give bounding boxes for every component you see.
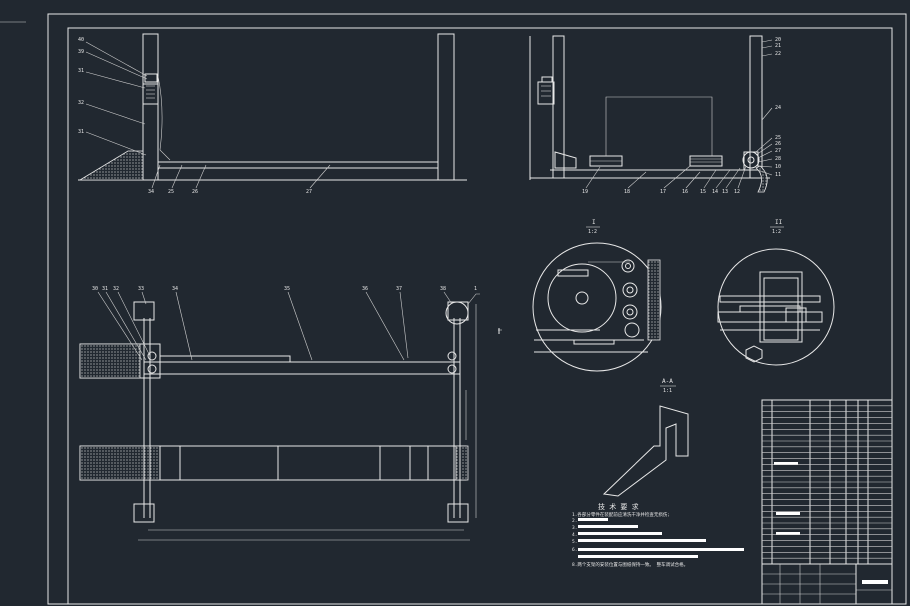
- detail-i-scale: 1:2: [588, 229, 597, 235]
- tech-req-item: 2.: [572, 518, 577, 524]
- side-label: 16: [682, 189, 688, 195]
- redacted-bar: [578, 548, 744, 551]
- redacted-bar: [578, 532, 662, 535]
- side-label: 21: [775, 43, 781, 49]
- side-label: 22: [775, 51, 781, 57]
- front-label: 40: [78, 37, 84, 43]
- detail-i: I 1:2: [532, 219, 662, 372]
- redacted-bar: [578, 555, 698, 558]
- plan-label: 38: [440, 286, 446, 292]
- side-label: 26: [775, 141, 781, 147]
- plan-view: 30 31 32 33 34 35 36 37 38 1: [79, 286, 502, 541]
- tech-req-title: 技 术 要 求: [598, 502, 639, 511]
- section-a: A-A 1:1: [602, 378, 689, 497]
- side-label: 14: [712, 189, 718, 195]
- plan-label: 1: [474, 286, 477, 292]
- side-label: 25: [775, 135, 781, 141]
- side-label: 13: [722, 189, 728, 195]
- redacted-bar: [578, 539, 706, 542]
- redacted-bar: [578, 525, 638, 528]
- side-label: 19: [582, 189, 588, 195]
- plan-label: 33: [138, 286, 144, 292]
- side-label: 10: [775, 164, 781, 170]
- plan-label: 32: [113, 286, 119, 292]
- front-label: 26: [192, 189, 198, 195]
- front-label: 27: [306, 189, 312, 195]
- side-label: 15: [700, 189, 706, 195]
- side-label: 20: [775, 37, 781, 43]
- tech-req-item: 6.: [572, 547, 577, 553]
- detail-ii: II 1:2: [717, 219, 835, 366]
- front-label: 39: [78, 49, 84, 55]
- plan-label: 36: [362, 286, 368, 292]
- side-label: 17: [660, 189, 666, 195]
- side-label: 27: [775, 148, 781, 154]
- inner-border: [67, 27, 893, 605]
- section-a-name: A-A: [662, 378, 673, 385]
- tech-req-item: 1.各部分零件在装配前应清洗干净并检查无损伤;: [572, 511, 670, 518]
- title-block: [761, 399, 893, 605]
- plan-label: 30: [92, 286, 98, 292]
- front-label: 31: [78, 129, 84, 135]
- plan-label: 37: [396, 286, 402, 292]
- tech-req-item: 5.: [572, 539, 577, 545]
- section-a-scale: 1:1: [663, 388, 672, 394]
- detail-ii-scale: 1:2: [772, 229, 781, 235]
- detail-ii-name: II: [775, 219, 783, 226]
- tech-req-item: 8.两个支架的安装位置与图纸保持一致。 整车调试合格。: [572, 561, 688, 568]
- plan-label: 34: [172, 286, 178, 292]
- side-label: 12: [734, 189, 740, 195]
- technical-requirements: 技 术 要 求 1.各部分零件在装配前应清洗干净并检查无损伤; 2. 3. 4.…: [572, 502, 744, 568]
- front-label: 31: [78, 68, 84, 74]
- front-view: 40 39 31 32 31 34 25 26 27: [78, 33, 467, 195]
- detail-i-name: I: [592, 219, 596, 226]
- front-label: 34: [148, 189, 154, 195]
- front-label: 25: [168, 189, 174, 195]
- front-label: 32: [78, 100, 84, 106]
- plan-label: 35: [284, 286, 290, 292]
- redacted-bar: [578, 518, 608, 521]
- tech-req-item: 4.: [572, 532, 577, 538]
- side-label: 24: [775, 105, 781, 111]
- side-label: 28: [775, 156, 781, 162]
- tech-req-item: 3.: [572, 525, 577, 531]
- side-view: 20 21 22 24 25 26 27 28 10 11 19 18 17 1…: [529, 35, 781, 195]
- side-label: 18: [624, 189, 630, 195]
- side-label: 11: [775, 172, 781, 178]
- plan-label: 31: [102, 286, 108, 292]
- outer-border: [47, 13, 907, 605]
